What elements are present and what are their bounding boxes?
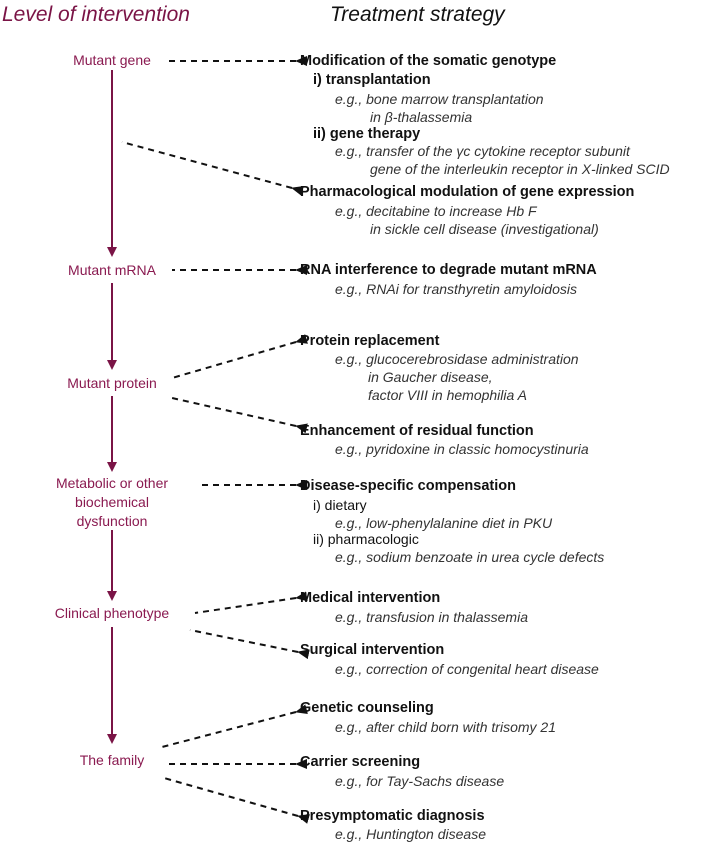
strategy-compensation-sub-dietary: i) dietary: [313, 497, 367, 513]
strategy-surgical-example: e.g., correction of congenital heart dis…: [335, 661, 599, 677]
level-mutant-mrna: Mutant mRNA: [68, 262, 156, 278]
level-metabolic-dysfunction: Metabolic or other biochemical dysfuncti…: [36, 474, 188, 531]
strategy-compensation-example-pharmacologic: e.g., sodium benzoate in urea cycle defe…: [335, 549, 605, 565]
strategy-pharm-gene-example-b: in sickle cell disease (investigational): [370, 221, 599, 237]
strategy-column-header: Treatment strategy: [330, 3, 505, 26]
strategy-compensation-example-dietary: e.g., low-phenylalanine diet in PKU: [335, 515, 553, 531]
level-metabolic-line-2: biochemical: [75, 494, 149, 510]
strategy-presymptomatic-example: e.g., Huntington disease: [335, 826, 486, 842]
strategy-compensation-title: Disease-specific compensation: [300, 478, 516, 494]
dash-arrow-surgical-to-clinical: [189, 629, 310, 660]
strategy-somatic-example-1a: e.g., bone marrow transplantation: [335, 91, 544, 107]
dash-arrow-medical-to-clinical: [194, 591, 308, 614]
strategy-protein-replacement-example-a: e.g., glucocerebrosidase administration: [335, 351, 579, 367]
strategy-counseling-title: Genetic counseling: [300, 700, 434, 716]
strategy-surgical-title: Surgical intervention: [300, 642, 445, 658]
strategy-compensation-sub-pharmacologic: ii) pharmacologic: [313, 531, 419, 547]
strategy-medical-example: e.g., transfusion in thalassemia: [335, 609, 528, 625]
dash-arrow-residual-to-protein: [171, 397, 308, 434]
level-metabolic-line-3: dysfunction: [76, 513, 148, 529]
dash-arrow-replacement-to-protein: [171, 334, 308, 379]
strategy-presymptomatic-title: Presymptomatic diagnosis: [300, 808, 485, 824]
strategy-somatic-sub-transplantation: i) transplantation: [313, 72, 431, 88]
strategy-medical-title: Medical intervention: [300, 590, 441, 606]
strategy-pharm-gene-example-a: e.g., decitabine to increase Hb F: [335, 203, 537, 219]
level-clinical-phenotype: Clinical phenotype: [54, 605, 170, 621]
strategy-somatic-example-2a: e.g., transfer of the γc cytokine recept…: [335, 143, 630, 159]
strategy-somatic-sub-gene-therapy: ii) gene therapy: [313, 126, 421, 142]
dash-arrow-presymptomatic-to-family: [163, 777, 310, 824]
dash-arrow-counseling-to-family: [161, 704, 308, 748]
strategy-somatic-example-2b: gene of the interleukin receptor in X-li…: [370, 161, 670, 177]
strategy-rnai-example: e.g., RNAi for transthyretin amyloidosis: [335, 281, 577, 297]
strategy-somatic-title: Modification of the somatic genotype: [300, 53, 557, 69]
strategy-residual-example: e.g., pyridoxine in classic homocystinur…: [335, 441, 589, 457]
strategy-carrier-example: e.g., for Tay-Sachs disease: [335, 773, 505, 789]
level-mutant-gene: Mutant gene: [73, 52, 151, 68]
dash-arrow-pharm-to-gene: [121, 141, 304, 196]
strategy-protein-replacement-example-b: in Gaucher disease,: [368, 369, 493, 385]
strategy-protein-replacement-example-c: factor VIII in hemophilia A: [368, 387, 528, 403]
level-mutant-protein: Mutant protein: [67, 375, 157, 391]
strategy-rnai-title: RNA interference to degrade mutant mRNA: [300, 262, 597, 278]
strategy-residual-title: Enhancement of residual function: [300, 423, 534, 439]
strategy-counseling-example: e.g., after child born with trisomy 21: [335, 719, 556, 735]
strategy-carrier-title: Carrier screening: [300, 754, 421, 770]
level-column-header: Level of intervention: [2, 3, 190, 26]
strategy-protein-replacement-title: Protein replacement: [300, 333, 440, 349]
level-metabolic-line-1: Metabolic or other: [55, 475, 169, 491]
level-the-family: The family: [79, 752, 145, 768]
strategy-somatic-example-1b: in β-thalassemia: [370, 109, 473, 125]
strategy-pharm-gene-title: Pharmacological modulation of gene expre…: [300, 184, 635, 200]
